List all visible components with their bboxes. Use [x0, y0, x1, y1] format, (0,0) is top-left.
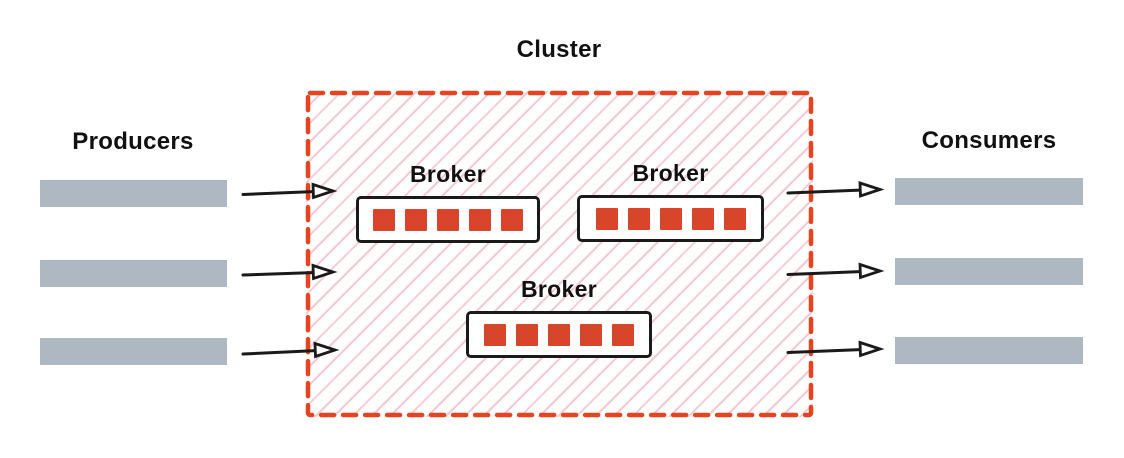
- broker-box: [356, 196, 540, 243]
- partition-square: [484, 323, 506, 346]
- broker-box: [466, 311, 652, 358]
- broker-partitions: [595, 207, 746, 230]
- partition-square: [612, 323, 634, 346]
- partition-square: [548, 323, 570, 346]
- partition-square: [723, 207, 746, 230]
- partition-square: [437, 208, 459, 231]
- partition-square: [405, 208, 427, 231]
- broker-partitions: [373, 208, 523, 231]
- producer-bar-3: [40, 338, 227, 365]
- producers-label: Producers: [72, 128, 194, 155]
- partition-square: [627, 207, 650, 230]
- broker-box: [577, 195, 764, 242]
- partition-square: [501, 208, 523, 231]
- consumer-bar-3: [895, 337, 1083, 364]
- partition-square: [595, 207, 618, 230]
- partition-square: [580, 323, 602, 346]
- broker-label: Broker: [521, 276, 597, 302]
- broker-partitions: [484, 323, 634, 346]
- partition-square: [373, 208, 395, 231]
- partition-square: [516, 323, 538, 346]
- broker-label: Broker: [632, 160, 709, 186]
- broker-label: Broker: [410, 161, 486, 187]
- partition-square: [691, 207, 714, 230]
- partition-square: [469, 208, 491, 231]
- broker-group-3: Broker: [466, 276, 652, 358]
- producer-bar-1: [40, 180, 227, 207]
- cluster-box: [306, 91, 813, 417]
- broker-group-1: Broker: [356, 161, 540, 243]
- broker-group-2: Broker: [577, 160, 764, 242]
- cluster-title: Cluster: [516, 36, 602, 63]
- consumer-bar-1: [895, 178, 1083, 205]
- partition-square: [659, 207, 682, 230]
- producer-bar-2: [40, 260, 227, 287]
- consumers-label: Consumers: [921, 127, 1057, 154]
- consumer-bar-2: [895, 258, 1083, 285]
